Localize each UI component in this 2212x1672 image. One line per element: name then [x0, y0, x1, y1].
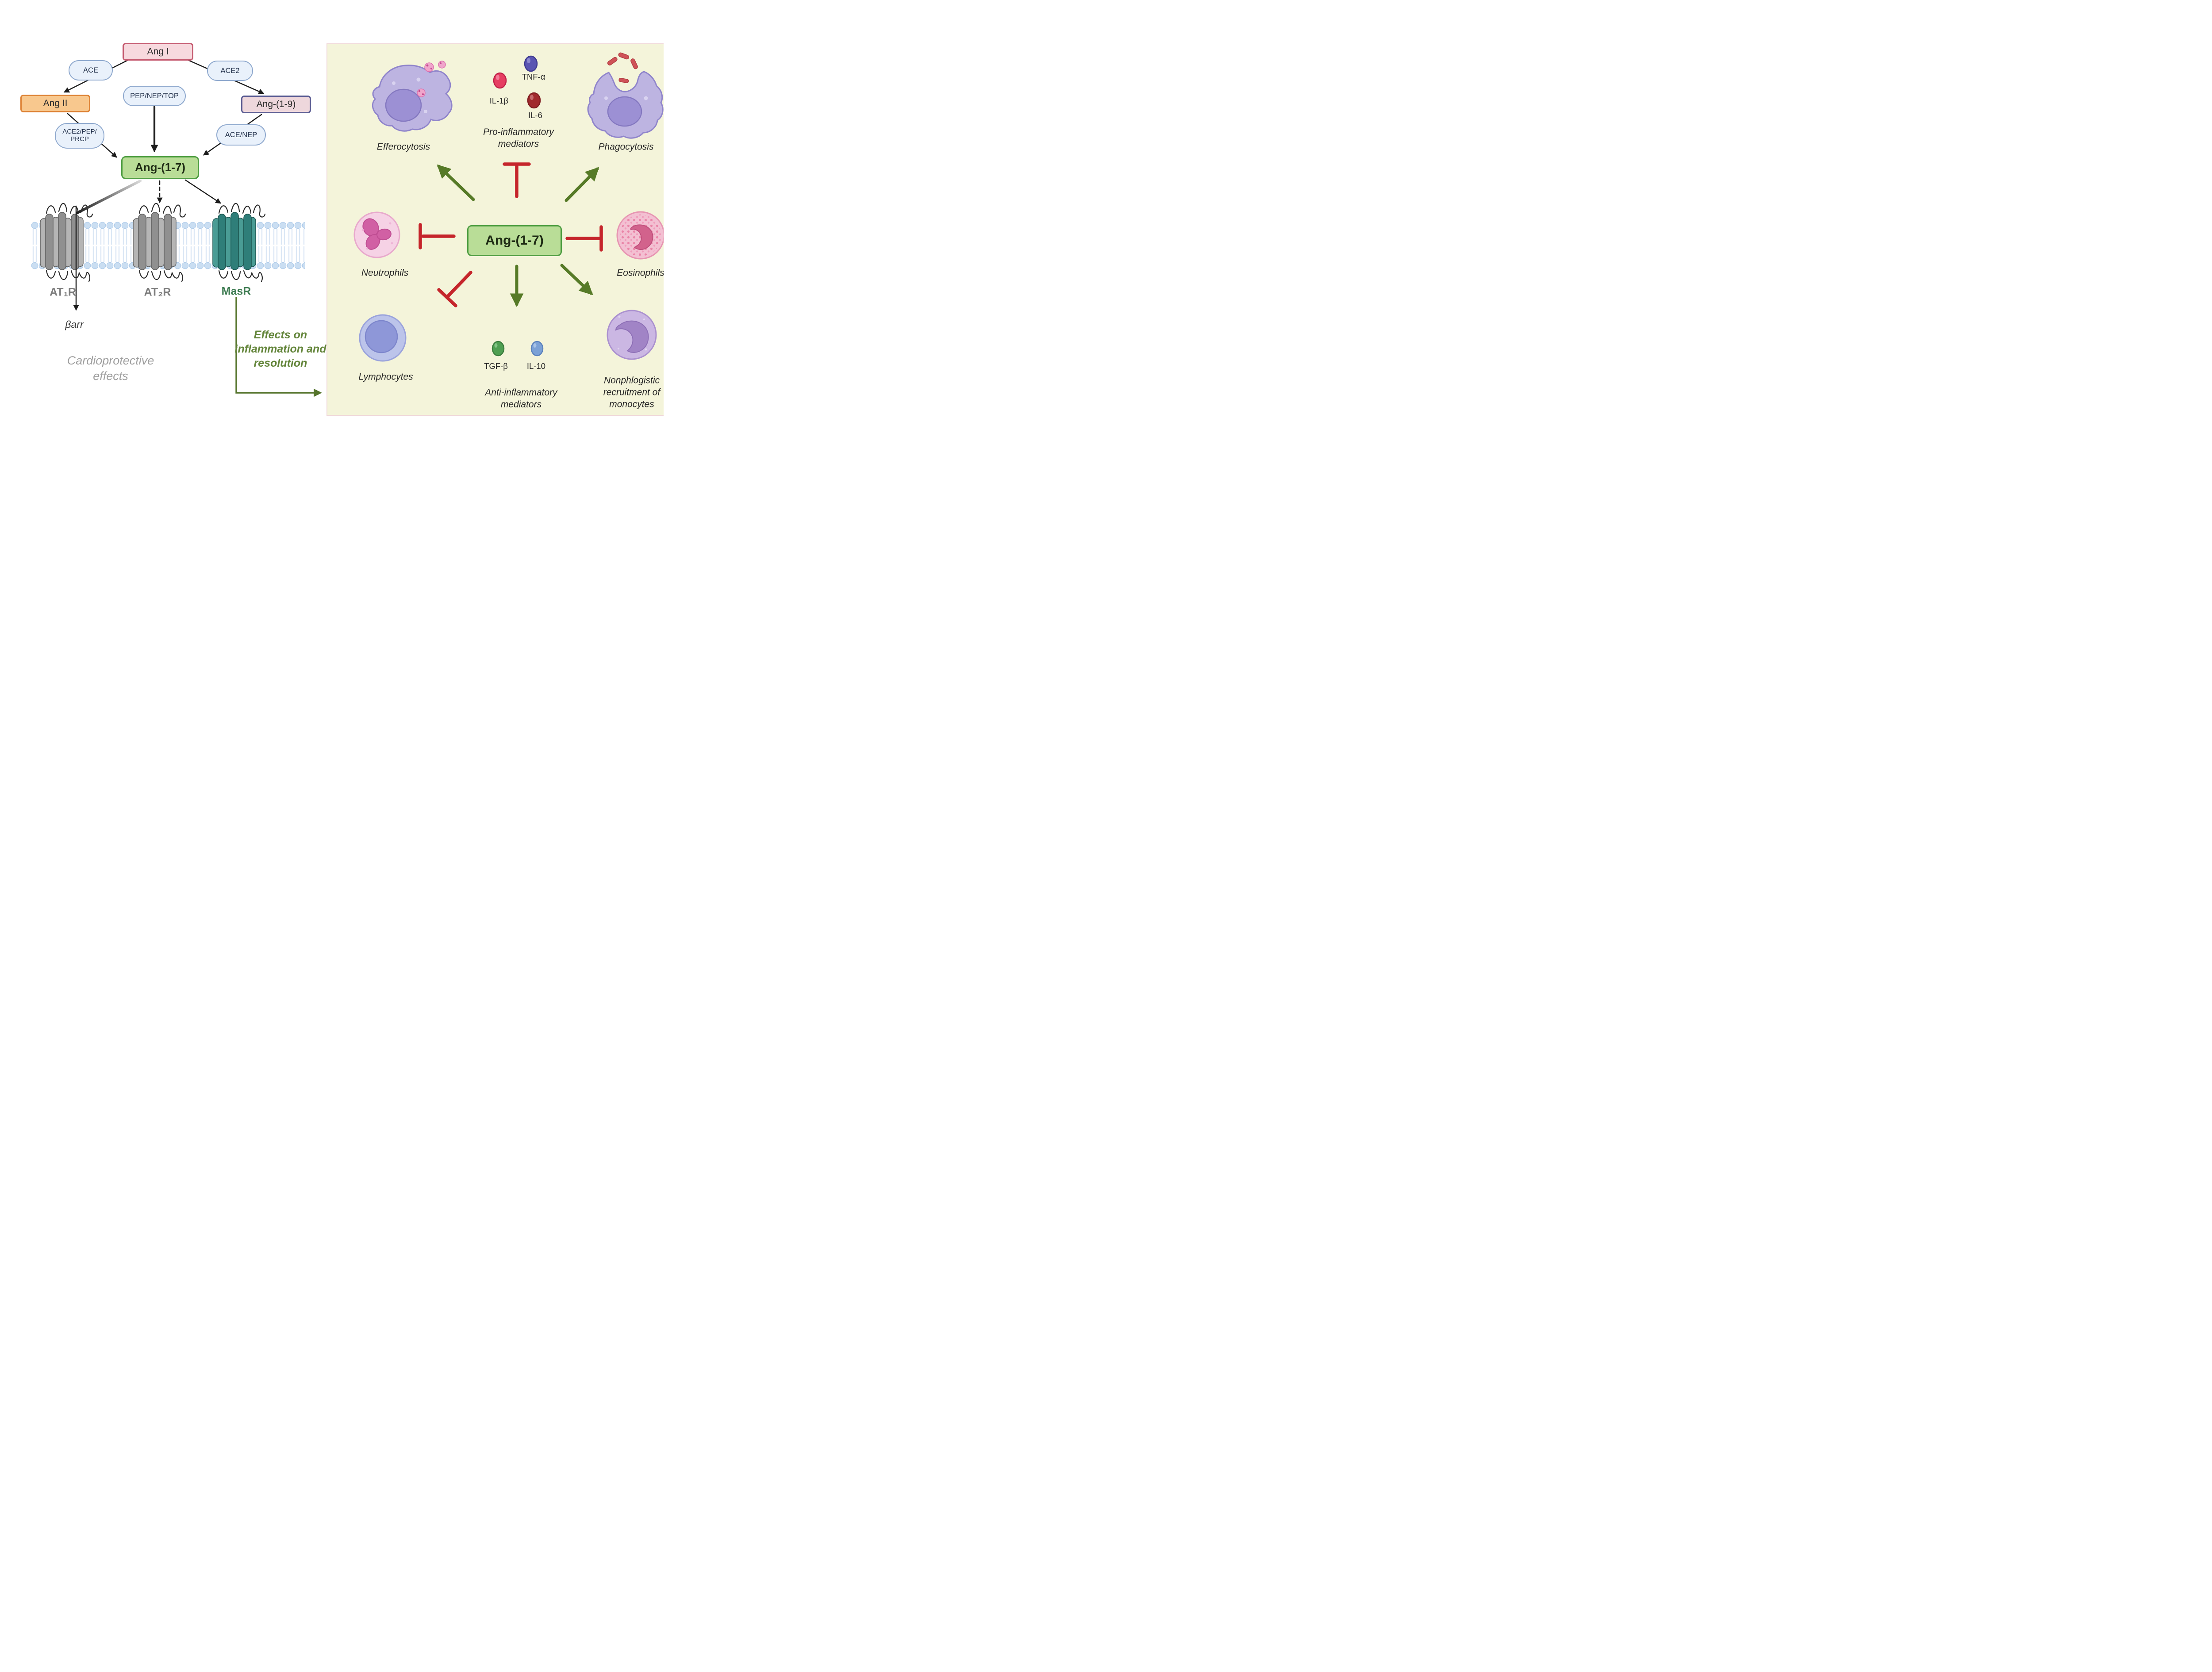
monocyte-cell [607, 310, 657, 360]
apoptotic-particles [424, 61, 446, 72]
label-efferocytosis: Efferocytosis [376, 142, 430, 152]
efferocytosis-cell [372, 61, 453, 132]
line-ang17-to-at1r-gradient [76, 180, 142, 214]
label-beta-arrestin: βarr [65, 318, 84, 330]
eosinophil-cell [616, 211, 664, 260]
label-il-6: IL-6 [528, 111, 542, 120]
node-ang-ii: Ang II [20, 95, 90, 112]
tgfb-molecule [492, 341, 505, 357]
label-lymphocytes: Lymphocytes [358, 372, 413, 382]
label-il-1b: IL-1β [489, 96, 509, 105]
label-at1r: AT₁R [50, 286, 76, 299]
label-il-10: IL-10 [526, 361, 546, 371]
label-masr: MasR [221, 285, 251, 298]
label-anti-inflammatory-mediators: Anti-inflammatory mediators [485, 387, 557, 410]
label-nonphlogistic-recruitment: Nonphlogistic recruitment of monocytes [603, 375, 661, 410]
label-effects-on-inflammation: Effects on inflammation and resolution [234, 329, 326, 369]
il1b-molecule [493, 72, 507, 89]
arrow-promote-efferocytosis [437, 164, 475, 201]
arrow-promote-monocytes [560, 264, 593, 295]
panel-connectors [419, 162, 603, 307]
label-at2r: AT₂R [144, 286, 171, 299]
diagram-canvas: Ang I ACE ACE2 PEP/NEP/TOP Ang II Ang-(1… [0, 0, 664, 418]
tnfa-molecule [524, 55, 538, 72]
il6-molecule [527, 92, 541, 109]
enzyme-pep-nep-top: PEP/NEP/TOP [123, 86, 186, 106]
node-ang-i: Ang I [123, 43, 193, 61]
bacteria-rods [607, 52, 638, 83]
il10-molecule [530, 341, 544, 357]
label-phagocytosis: Phagocytosis [598, 142, 654, 152]
label-neutrophils: Neutrophils [361, 268, 409, 278]
phagocytosis-cell [587, 52, 664, 139]
arrow-ang17-to-masr [184, 179, 222, 204]
arrow-promote-phagocytosis [565, 167, 599, 202]
apoptotic-particle-engulfed [417, 88, 426, 97]
label-cardioprotective-effects: Cardioprotective effects [67, 353, 154, 383]
enzyme-ace2: ACE2 [207, 61, 253, 81]
label-tnf-alpha: TNF-α [522, 72, 545, 81]
neutrophil-cell [353, 211, 400, 258]
node-ang-1-7-center: Ang-(1-7) [467, 225, 562, 256]
enzyme-ace2-pep-prcp: ACE2/PEP/ PRCP [55, 123, 104, 149]
lymphocyte-cell [359, 314, 407, 362]
tbar-inhibit-lymphocytes-bar [437, 288, 457, 307]
node-ang-1-9: Ang-(1-9) [241, 96, 311, 113]
enzyme-line-1: ACE2/PEP/ [62, 128, 97, 136]
node-ang-1-7: Ang-(1-7) [121, 156, 199, 179]
tbar-inhibit-lymphocytes-stem [447, 271, 472, 297]
arrow-masr-to-panel [235, 297, 322, 397]
enzyme-line-2: PRCP [70, 135, 89, 143]
enzyme-ace: ACE [69, 60, 113, 81]
label-pro-inflammatory-mediators: Pro-inflammatory mediators [483, 127, 554, 149]
label-tgf-beta: TGF-β [484, 361, 508, 371]
enzyme-ace-nep: ACE/NEP [216, 124, 266, 146]
diagram-art-layer [31, 52, 664, 397]
label-eosinophils: Eosinophils [617, 268, 664, 278]
